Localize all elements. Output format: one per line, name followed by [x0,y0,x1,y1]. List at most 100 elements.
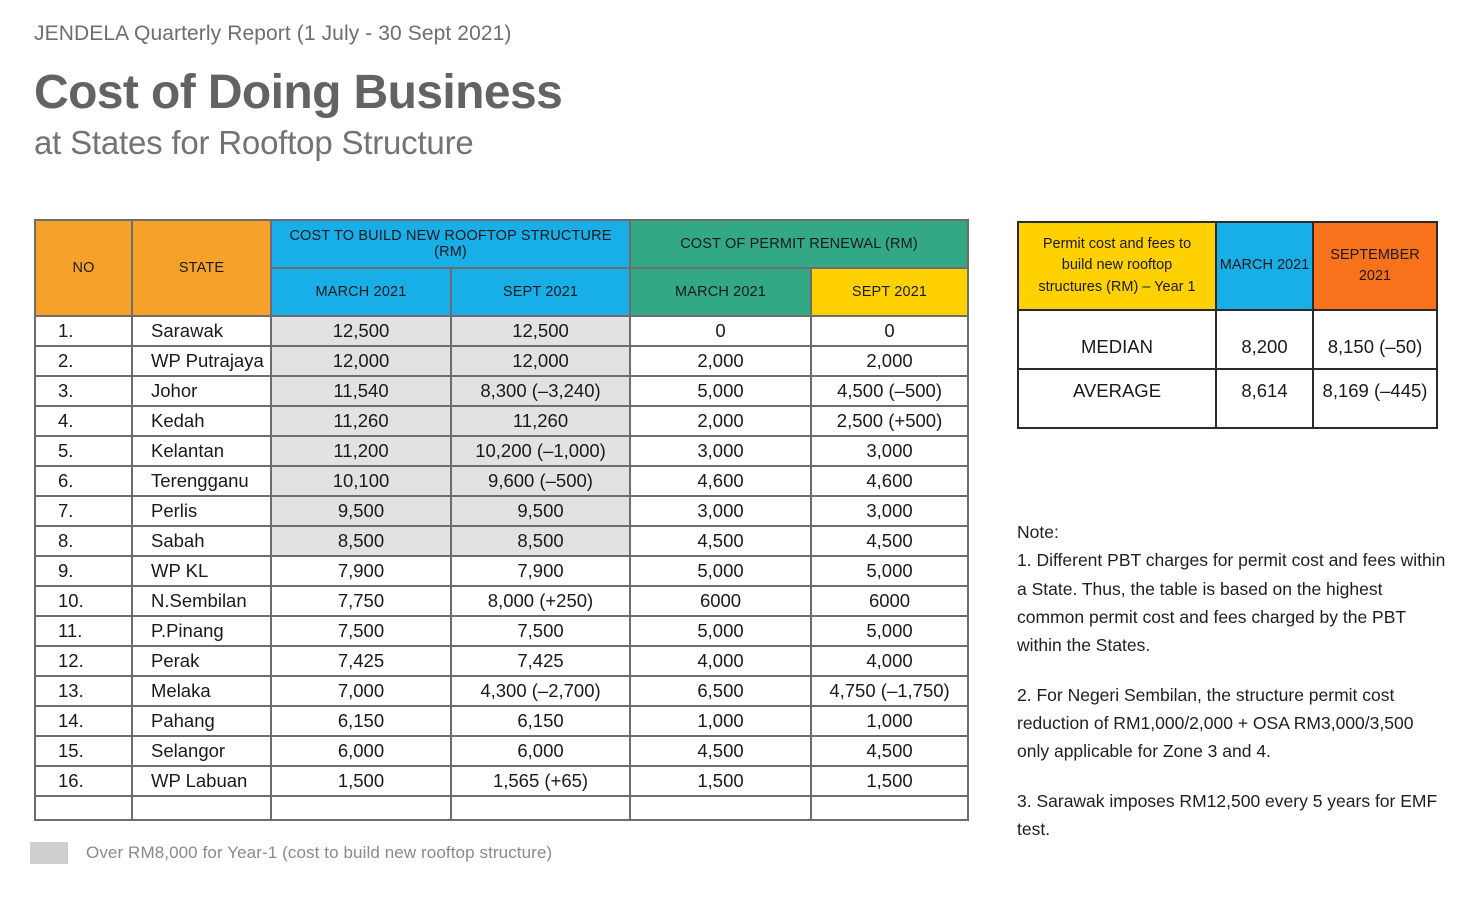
cell-state: Melaka [131,675,272,707]
col-header-state: STATE [131,219,272,317]
cell-renewal-march: 1,000 [629,705,813,737]
cell-build-sept: 12,000 [449,345,632,377]
cell-no: 3. [34,375,133,407]
spacer [629,796,813,821]
cell-build-march: 7,900 [270,555,452,587]
cell-state: Kedah [131,405,272,437]
cell-build-sept: 8,300 (–3,240) [449,375,632,407]
cell-renewal-sept: 4,500 [810,525,970,557]
summary-header-label: Permit cost and fees to build new roofto… [1017,221,1217,311]
page-title: Cost of Doing Business [34,66,563,119]
spacer [270,796,452,821]
cell-no: 9. [34,555,133,587]
cell-renewal-sept: 5,000 [810,555,970,587]
cell-state: Terengganu [131,465,272,497]
legend-label: Over RM8,000 for Year-1 (cost to build n… [86,843,553,862]
cell-renewal-march: 4,500 [629,525,813,557]
cell-build-march: 7,425 [270,645,452,677]
cell-build-march: 11,200 [270,435,452,467]
cell-renewal-sept: 4,000 [810,645,970,677]
cell-build-march: 7,500 [270,615,452,647]
cell-renewal-sept: 5,000 [810,615,970,647]
cell-state: WP Labuan [131,765,272,797]
cell-build-sept: 8,000 (+250) [449,585,632,617]
cell-build-march: 11,260 [270,405,452,437]
cell-renewal-sept: 3,000 [810,495,970,527]
legend: Over RM8,000 for Year-1 (cost to build n… [30,842,552,864]
cell-renewal-march: 4,500 [629,735,813,767]
summary-cell-march: 8,200 [1215,309,1314,370]
cell-build-sept: 11,260 [449,405,632,437]
cell-no: 15. [34,735,133,767]
cell-build-march: 6,150 [270,705,452,737]
cell-renewal-sept: 4,500 [810,735,970,767]
spacer [810,796,970,821]
cell-renewal-march: 2,000 [629,345,813,377]
cell-renewal-march: 0 [629,315,813,347]
cell-state: WP Putrajaya [131,345,272,377]
note-item-2: 2. For Negeri Sembilan, the structure pe… [1017,684,1414,762]
cell-build-march: 7,750 [270,585,452,617]
cell-renewal-march: 2,000 [629,405,813,437]
cell-build-sept: 7,425 [449,645,632,677]
col-group-header-renewal: COST OF PERMIT RENEWAL (RM) [629,219,970,269]
legend-swatch-icon [30,842,68,864]
cell-renewal-sept: 6000 [810,585,970,617]
cell-no: 5. [34,435,133,467]
cell-no: 7. [34,495,133,527]
cell-build-sept: 6,000 [449,735,632,767]
cell-renewal-sept: 4,600 [810,465,970,497]
notes-block: Note: 1. Different PBT charges for permi… [1017,518,1447,843]
note-item-1: 1. Different PBT charges for permit cost… [1017,550,1446,656]
cell-no: 11. [34,615,133,647]
cell-build-march: 10,100 [270,465,452,497]
cell-renewal-march: 5,000 [629,615,813,647]
cell-state: Johor [131,375,272,407]
cell-build-march: 12,500 [270,315,452,347]
cell-no: 14. [34,705,133,737]
cell-renewal-march: 4,000 [629,645,813,677]
cell-build-march: 6,000 [270,735,452,767]
cell-renewal-march: 5,000 [629,375,813,407]
cell-build-sept: 7,500 [449,615,632,647]
summary-cell-september: 8,169 (–445) [1312,368,1438,429]
cell-no: 6. [34,465,133,497]
cell-state: Pahang [131,705,272,737]
cell-state: Perlis [131,495,272,527]
cell-build-sept: 10,200 (–1,000) [449,435,632,467]
col-header-renewal-sept: SEPT 2021 [810,267,970,317]
cell-renewal-sept: 0 [810,315,970,347]
cell-build-sept: 7,900 [449,555,632,587]
spacer [449,796,632,821]
cell-renewal-sept: 2,500 (+500) [810,405,970,437]
cell-no: 8. [34,525,133,557]
summary-cell-march: 8,614 [1215,368,1314,429]
summary-cell-label: MEDIAN [1017,309,1217,370]
cell-renewal-march: 6,500 [629,675,813,707]
cell-build-march: 8,500 [270,525,452,557]
cell-build-march: 9,500 [270,495,452,527]
cell-renewal-march: 1,500 [629,765,813,797]
cell-state: P.Pinang [131,615,272,647]
cell-renewal-march: 6000 [629,585,813,617]
cell-no: 1. [34,315,133,347]
cell-no: 2. [34,345,133,377]
cell-state: Perak [131,645,272,677]
cell-state: Selangor [131,735,272,767]
cell-build-sept: 8,500 [449,525,632,557]
